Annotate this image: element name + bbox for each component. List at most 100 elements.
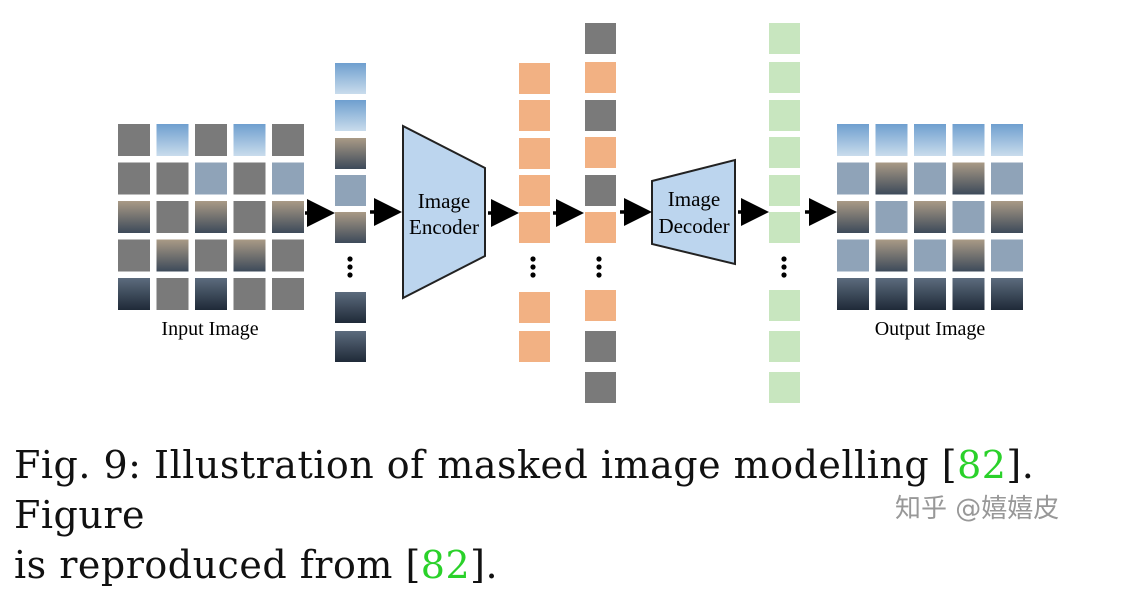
output-patch <box>991 278 1023 310</box>
decoded-token <box>769 212 800 243</box>
caption-text-2: ]. Figure <box>14 443 1035 537</box>
encoder-label-line2: Encoder <box>409 215 479 239</box>
output-patch <box>837 124 869 156</box>
input-visible-patch <box>156 124 189 156</box>
input-masked-patch <box>195 124 227 156</box>
caption-line-1: Fig. 9: Illustration of masked image mod… <box>14 440 1124 540</box>
output-patch <box>914 201 946 233</box>
decoded-token <box>769 137 800 168</box>
output-patch <box>991 162 1023 195</box>
caption-line-2: is reproduced from [82]. <box>14 540 1124 590</box>
mae-diagram: Image Encoder Image Decoder Input Image … <box>118 23 1023 403</box>
image-encoder-block <box>402 124 486 300</box>
input-visible-patch <box>233 239 266 272</box>
encoded-token <box>519 212 550 243</box>
encoded-token <box>585 290 616 321</box>
encoded-token-column <box>519 63 550 362</box>
input-visible-patch <box>156 239 189 272</box>
input-visible-patch <box>233 124 266 156</box>
caption-text-3: is reproduced from [ <box>14 543 421 587</box>
output-patch <box>837 162 869 195</box>
mask-token <box>585 175 616 206</box>
output-patch <box>952 162 985 195</box>
decoded-token <box>769 331 800 362</box>
input-visible-patch <box>272 201 304 233</box>
mask-token <box>585 331 616 362</box>
encoded-token <box>519 175 550 206</box>
encoder-label-line1: Image <box>418 189 470 213</box>
output-patch <box>875 201 908 233</box>
visible-patch <box>335 331 366 362</box>
visible-patch <box>335 175 366 206</box>
input-masked-patch <box>195 239 227 272</box>
encoded-token <box>519 63 550 94</box>
decoded-token <box>769 290 800 321</box>
decoded-token <box>769 62 800 93</box>
input-masked-patch <box>272 239 304 272</box>
input-masked-patch <box>156 278 189 310</box>
visible-patch <box>335 292 366 323</box>
input-masked-patch <box>118 239 150 272</box>
input-masked-patch <box>118 124 150 156</box>
caption-text-4: ]. <box>470 543 499 587</box>
output-patch <box>952 239 985 272</box>
input-masked-patch <box>233 162 266 195</box>
output-patch <box>952 278 985 310</box>
output-patch <box>875 239 908 272</box>
caption-reference-2[interactable]: 82 <box>420 543 471 587</box>
output-patch <box>837 278 869 310</box>
output-patch <box>991 201 1023 233</box>
decoder-label-line2: Decoder <box>658 214 729 238</box>
output-patch <box>991 239 1023 272</box>
output-patch <box>914 239 946 272</box>
input-image-label: Input Image <box>161 318 258 340</box>
visible-patch <box>335 212 366 243</box>
input-masked-patch <box>272 278 304 310</box>
input-masked-patch <box>233 201 266 233</box>
output-patch <box>875 124 908 156</box>
input-visible-patch <box>118 201 150 233</box>
input-visible-patch <box>272 162 304 195</box>
caption-text-1: Fig. 9: Illustration of masked image mod… <box>14 443 958 487</box>
input-visible-patch <box>118 278 150 310</box>
output-patch <box>875 162 908 195</box>
output-patch <box>952 124 985 156</box>
ellipsis-dots <box>347 256 787 278</box>
encoded-token <box>519 331 550 362</box>
encoded-token <box>585 62 616 93</box>
figure-caption: Fig. 9: Illustration of masked image mod… <box>14 440 1124 590</box>
output-patch <box>991 124 1023 156</box>
input-visible-patch <box>195 278 227 310</box>
visible-patch <box>335 63 366 94</box>
encoded-token <box>519 292 550 323</box>
visible-patch <box>335 100 366 131</box>
output-patch <box>875 278 908 310</box>
decoded-token <box>769 100 800 131</box>
output-image-label: Output Image <box>875 318 986 340</box>
input-masked-patch <box>272 124 304 156</box>
mask-token <box>585 372 616 403</box>
full-token-column <box>585 23 616 403</box>
decoded-token-column <box>769 23 800 403</box>
mask-token <box>585 23 616 54</box>
input-masked-patch <box>156 162 189 195</box>
input-visible-patch <box>195 162 227 195</box>
output-patch <box>914 124 946 156</box>
input-visible-patch <box>195 201 227 233</box>
image-decoder-block <box>651 158 736 266</box>
input-image-grid <box>118 124 304 310</box>
decoded-token <box>769 372 800 403</box>
input-masked-patch <box>156 201 189 233</box>
visible-patch <box>335 138 366 169</box>
caption-reference-1[interactable]: 82 <box>957 443 1007 487</box>
output-patch <box>952 201 985 233</box>
output-patch <box>914 162 946 195</box>
output-image-grid <box>837 124 1023 310</box>
visible-patch-column <box>335 63 366 362</box>
encoded-token <box>585 212 616 243</box>
output-patch <box>837 239 869 272</box>
encoded-token <box>519 138 550 169</box>
decoder-label-line1: Image <box>668 187 720 211</box>
decoded-token <box>769 23 800 54</box>
output-patch <box>837 201 869 233</box>
